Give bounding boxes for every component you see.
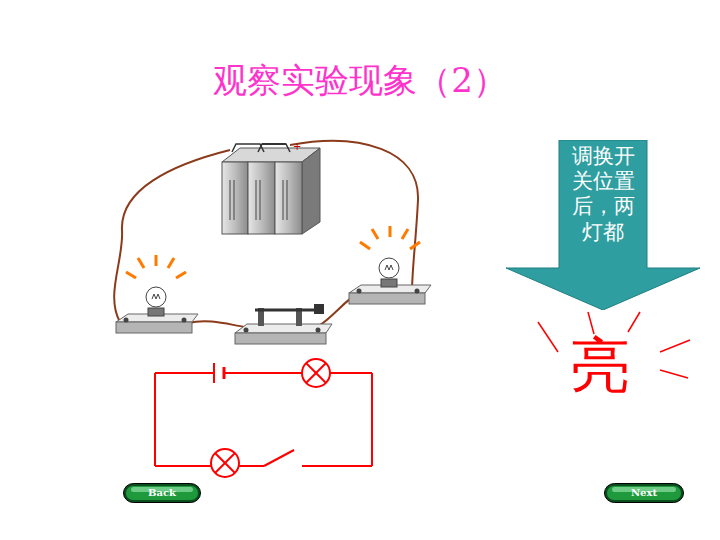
callout-text: 调换开关位置后，两灯都 — [572, 144, 635, 245]
svg-text:+: + — [293, 141, 301, 152]
button-label: Back — [123, 483, 201, 503]
button-label: Next — [604, 483, 684, 503]
slide-title: 观察实验现象（2） — [0, 58, 720, 104]
button-outline — [605, 484, 684, 503]
battery-pack: + — [222, 141, 320, 234]
nav-button: Back — [123, 483, 201, 503]
arrow-outline — [506, 140, 700, 310]
callout-arrow: 调换开关位置后，两灯都 — [506, 140, 700, 310]
switch — [235, 304, 332, 344]
circuit-schematic — [155, 359, 372, 477]
result-label: 亮 — [570, 332, 630, 398]
button-outline — [124, 484, 201, 503]
nav-button: Next — [604, 483, 684, 503]
lamp-left — [116, 255, 198, 333]
lamp-right — [349, 226, 431, 304]
